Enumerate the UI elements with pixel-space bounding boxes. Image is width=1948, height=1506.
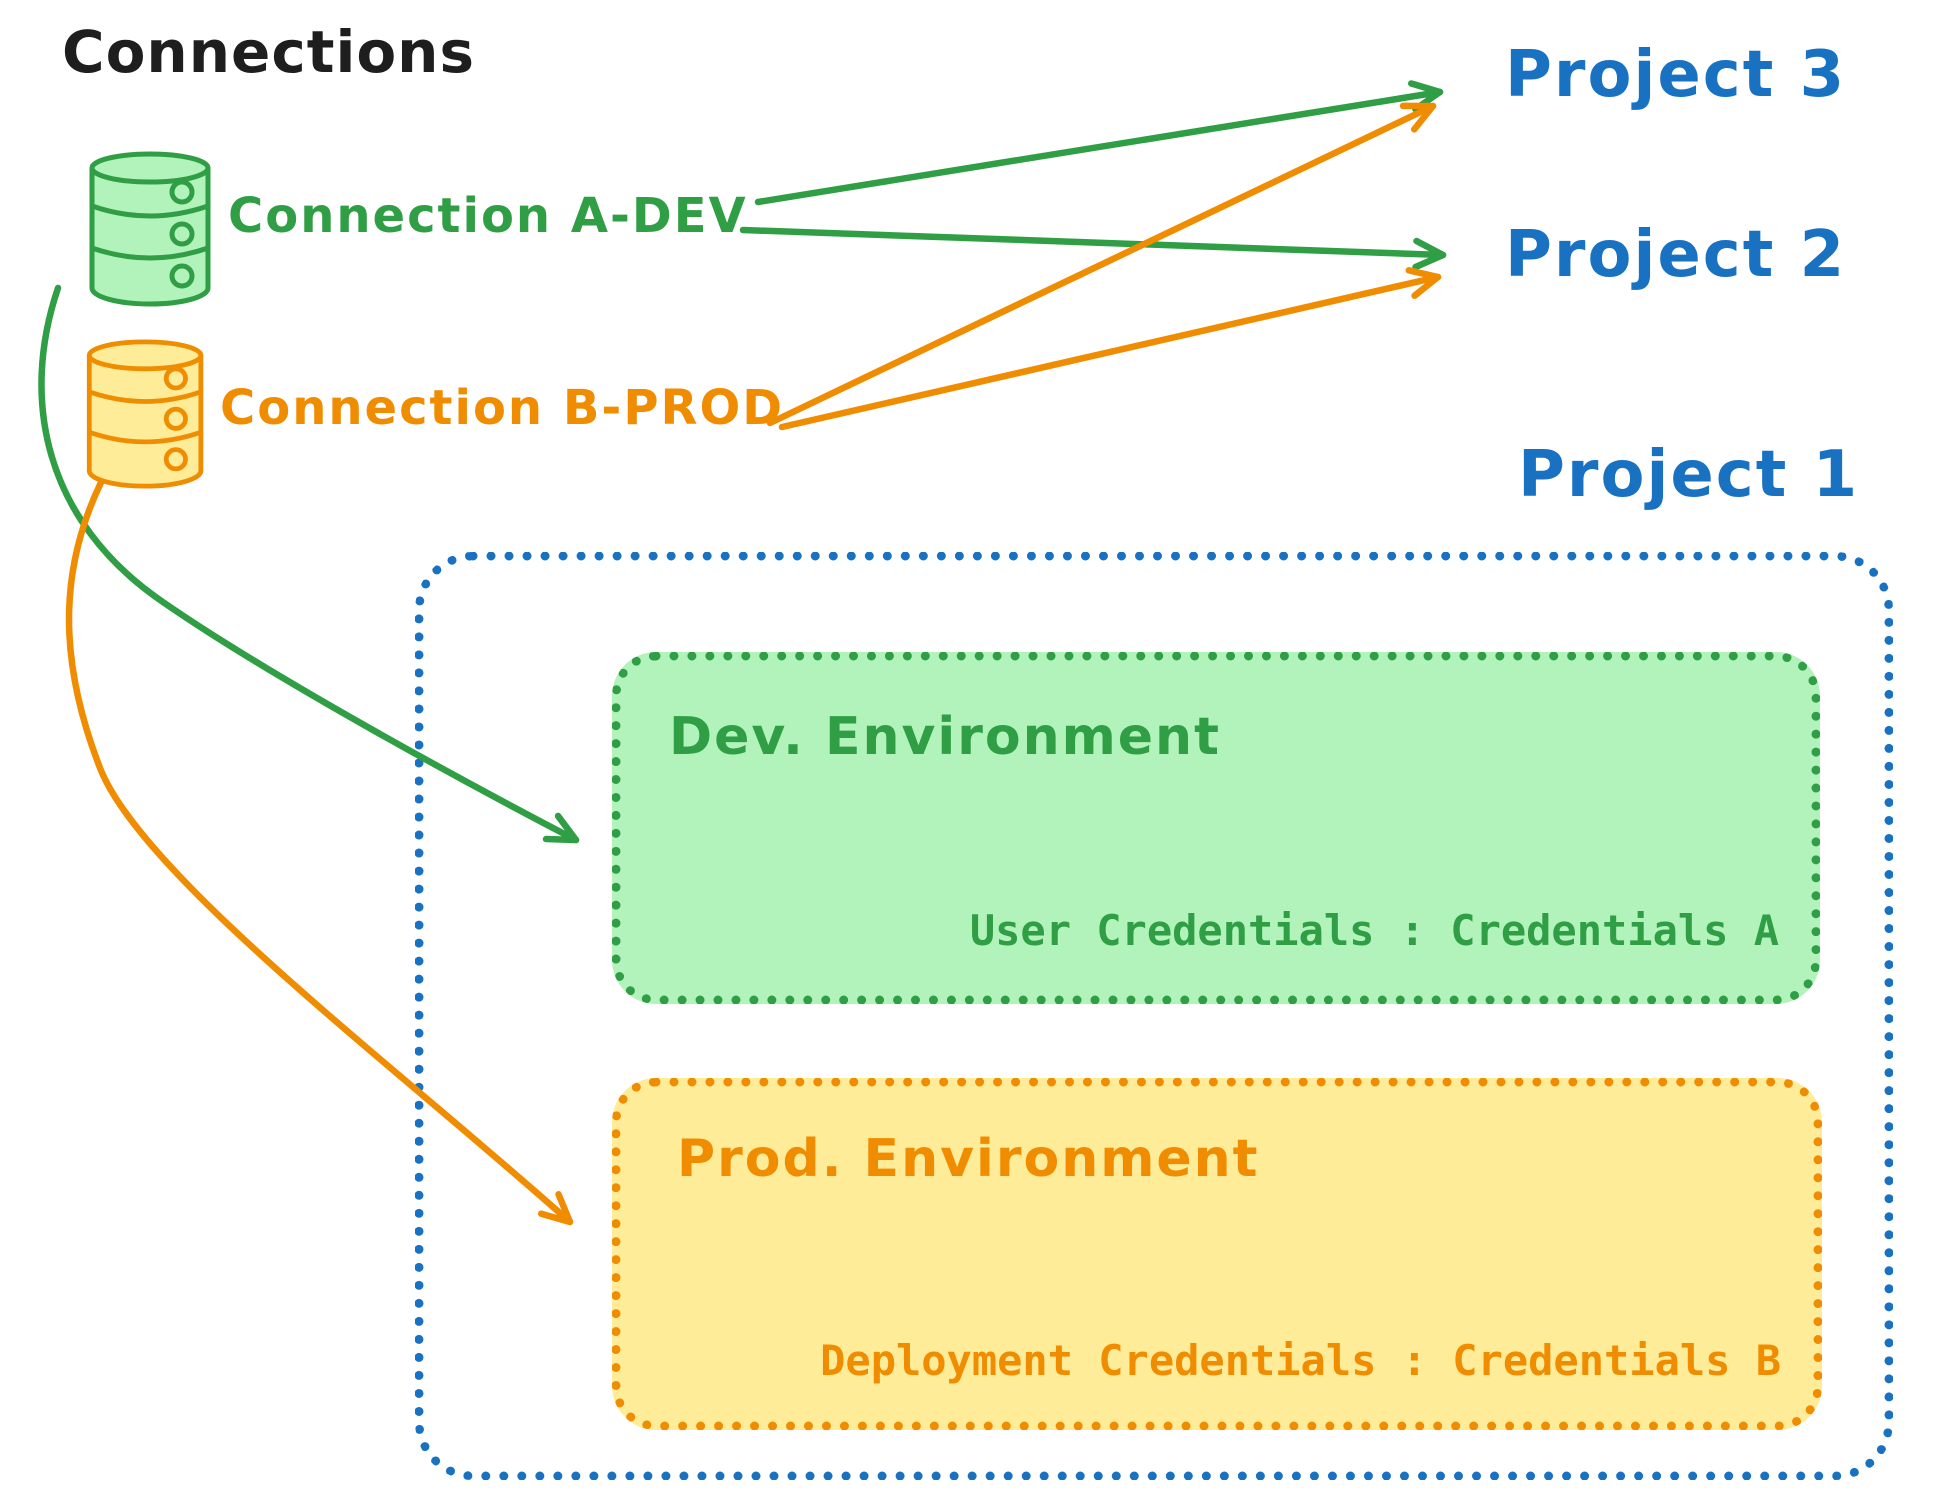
diagram-title: Connections <box>62 18 475 86</box>
dev-environment-credentials: User Credentials : Credentials A <box>969 906 1779 955</box>
dev-environment-title: Dev. Environment <box>669 707 1221 767</box>
database-icon-a-dev <box>89 151 211 307</box>
arrow-a-dev-to-project-2 <box>739 226 1447 271</box>
connection-b-prod-label: Connection B-PROD <box>220 380 785 436</box>
prod-environment-box: Prod. Environment Deployment Credentials… <box>612 1078 1822 1430</box>
prod-environment-credentials: Deployment Credentials : Credentials B <box>820 1336 1781 1385</box>
dev-environment-box: Dev. Environment User Credentials : Cred… <box>612 652 1820 1004</box>
connection-a-dev-label: Connection A-DEV <box>228 188 748 244</box>
arrow-b-prod-to-project-2 <box>778 267 1442 431</box>
project-2-label: Project 2 <box>1505 218 1847 292</box>
database-icon-b-prod <box>86 339 204 489</box>
prod-environment-title: Prod. Environment <box>677 1129 1260 1189</box>
project-1-label: Project 1 <box>1518 438 1860 512</box>
arrow-b-prod-to-project-3 <box>766 102 1437 427</box>
arrow-a-dev-to-project-3 <box>754 80 1444 206</box>
project-3-label: Project 3 <box>1505 38 1847 112</box>
